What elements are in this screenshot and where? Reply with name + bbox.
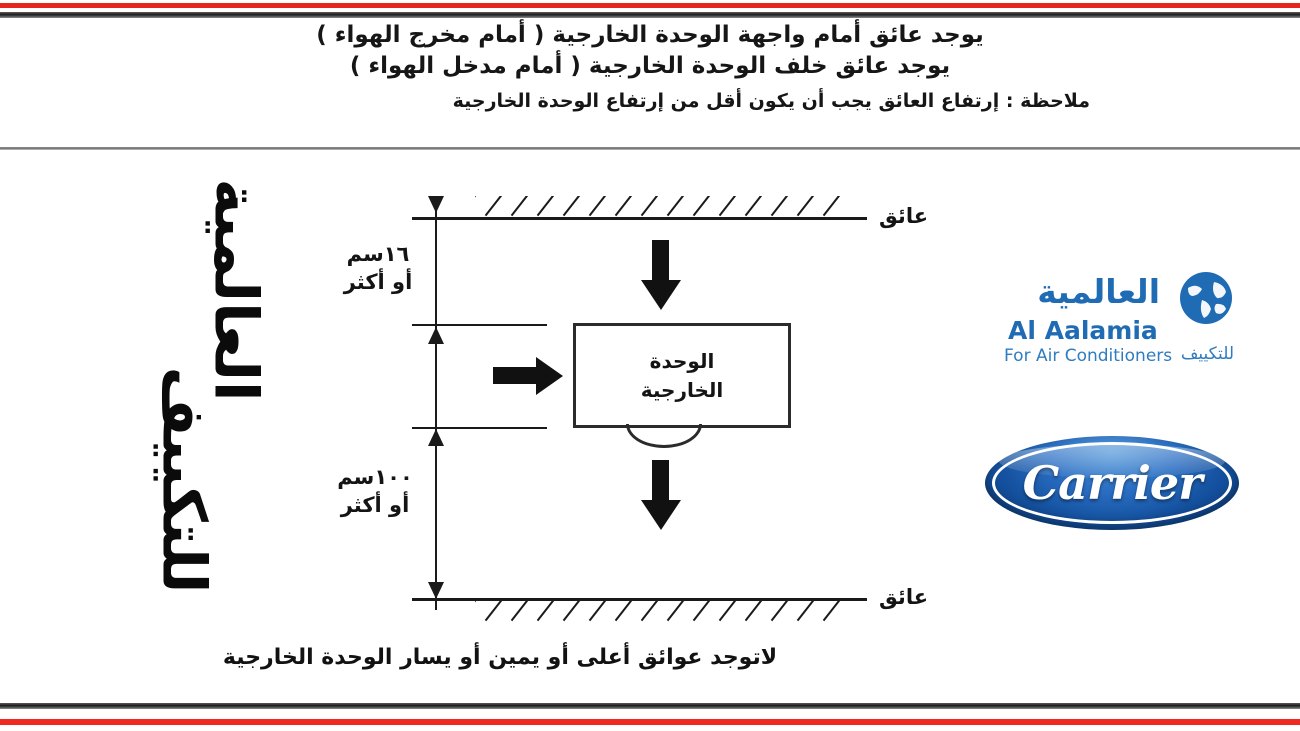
dimension-top-qualifier: أو أكثر (343, 270, 413, 295)
obstacle-top-label: عائق (879, 204, 929, 228)
dimension-label-top: ١٦سم أو أكثر (328, 240, 428, 297)
al-aalamia-logo: العالمية Al Aalamia For Air Conditioners… (998, 270, 1238, 370)
al-aalamia-tagline-latin: For Air Conditioners (1004, 346, 1173, 366)
dimension-arrowhead-upper-up (428, 327, 444, 344)
calligraphy-block: العالمية للتكييف (60, 178, 290, 615)
obstacle-bottom-hatching (475, 601, 867, 622)
header-line-2: يوجد عائق خلف الوحدة الخارجية ( أمام مدخ… (349, 53, 951, 80)
outdoor-unit-fan-arc (626, 424, 702, 448)
header-line-1: يوجد عائق أمام واجهة الوحدة الخارجية ( أ… (316, 22, 984, 48)
globe-icon (1178, 270, 1234, 326)
header-block: يوجد عائق أمام واجهة الوحدة الخارجية ( أ… (0, 20, 1300, 144)
calligraphy-line-2: للتكييف (148, 366, 219, 594)
dimension-tick-unit-bottom (412, 427, 547, 429)
top-red-rule (0, 3, 1300, 8)
obstacle-bottom-line (412, 598, 867, 601)
dimension-arrowhead-bottom-down (428, 582, 444, 599)
header-divider (0, 147, 1300, 150)
dimension-bottom-qualifier: أو أكثر (340, 493, 410, 518)
bottom-dark-rule (0, 703, 1300, 709)
outdoor-unit-label-line2: الخارجية (640, 377, 724, 402)
obstacle-top-line (412, 217, 867, 220)
dimension-arrowhead-lower-up (428, 429, 444, 446)
outdoor-unit-label-line1: الوحدة (649, 349, 715, 374)
dimension-rail-upper (435, 210, 437, 428)
diagram-caption: لاتوجد عوائق أعلى أو يمين أو يسار الوحدة… (222, 645, 778, 670)
carrier-logo: Carrier (985, 436, 1239, 530)
dimension-tick-unit-top (412, 324, 547, 326)
al-aalamia-logo-top-row: العالمية (998, 270, 1238, 326)
top-dark-rule (0, 12, 1300, 18)
dimension-top-value: ١٦سم (346, 242, 410, 266)
clearance-diagram: عائق عائق ١٦سم أو أكثر ١٠٠سم أو أكثر (330, 180, 950, 680)
dimension-arrowhead-top-down (428, 196, 444, 213)
dimension-bottom-value: ١٠٠سم (337, 465, 413, 489)
outdoor-unit-box: الوحدة الخارجية (573, 323, 791, 428)
al-aalamia-tagline-arabic: للتكييف (1180, 344, 1234, 364)
carrier-logo-ring (992, 442, 1232, 524)
carrier-wordmark: Carrier (1022, 456, 1203, 510)
dimension-rail-lower (435, 428, 437, 610)
header-note: ملاحظة : إرتفاع العائق يجب أن يكون أقل م… (452, 90, 1090, 113)
al-aalamia-arabic-name: العالمية (1037, 272, 1160, 311)
obstacle-top-hatching (475, 196, 867, 217)
dimension-label-bottom: ١٠٠سم أو أكثر (322, 463, 428, 520)
obstacle-bottom-label: عائق (879, 585, 929, 609)
bottom-red-rule (0, 719, 1300, 725)
al-aalamia-latin-name: Al Aalamia (1008, 316, 1158, 345)
